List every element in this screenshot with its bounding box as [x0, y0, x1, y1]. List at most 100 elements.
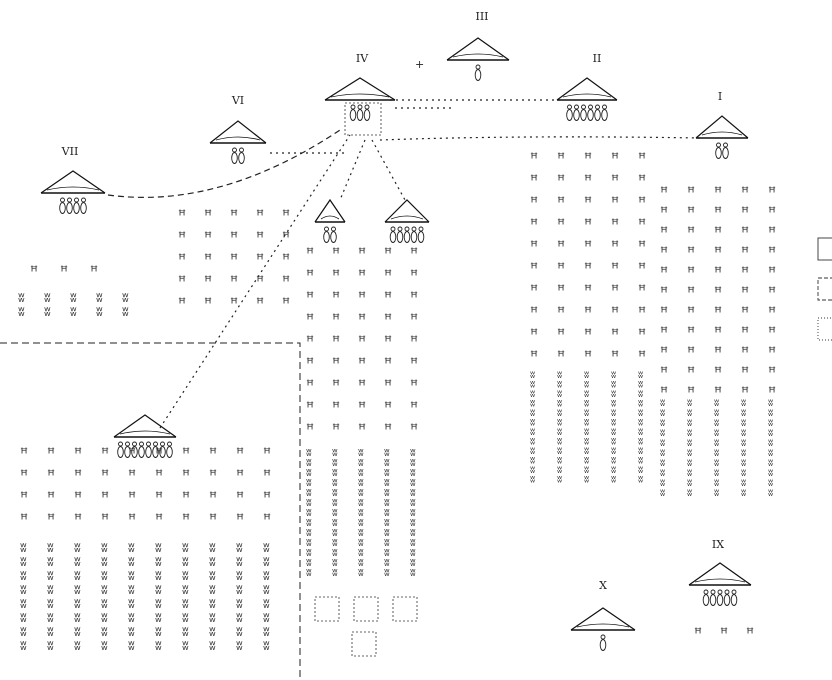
animal-mark: ʬ: [611, 446, 616, 457]
animal-mark: ꟸ: [256, 252, 264, 268]
animal-mark: ꟸ: [714, 245, 722, 261]
animal-mark: ꟸ: [384, 334, 392, 350]
animal-mark: ꟸ: [768, 185, 776, 201]
animal-mark: ʬ: [332, 456, 338, 469]
animal-mark: ʬ: [306, 486, 312, 499]
person-figure: [722, 142, 729, 159]
animal-mark: ʬ: [714, 408, 719, 419]
animal-mark: ʬ: [128, 597, 135, 612]
animal-mark: ʬ: [741, 418, 746, 429]
field-boundary: [0, 342, 301, 680]
animal-mark: ꟸ: [128, 468, 136, 484]
animal-mark: ʬ: [638, 389, 643, 400]
animal-mark: ꟸ: [410, 378, 418, 394]
animal-mark: ʬ: [306, 516, 312, 529]
animal-mark: ꟸ: [182, 490, 190, 506]
animal-mark: ꟸ: [209, 512, 217, 528]
animal-mark: ʬ: [128, 583, 135, 598]
person-figure: [594, 104, 601, 121]
animal-mark: ʬ: [18, 291, 25, 306]
animal-mark: ʬ: [263, 611, 270, 626]
animal-mark: ʬ: [768, 478, 773, 489]
person-figure: [356, 104, 364, 121]
person-figure: [73, 197, 80, 214]
animal-mark: ʬ: [638, 370, 643, 381]
animal-mark: ꟸ: [155, 490, 163, 506]
person-figure: [166, 441, 173, 458]
animal-mark: ꟸ: [384, 312, 392, 328]
animal-mark: ʬ: [660, 488, 665, 499]
link-vii-iv: [107, 129, 341, 198]
animal-mark: ʬ: [557, 465, 562, 476]
legend-box-solid: [817, 237, 832, 261]
animal-mark: ʬ: [557, 389, 562, 400]
animal-mark: ʬ: [557, 446, 562, 457]
animal-mark: ꟸ: [768, 385, 776, 401]
animal-mark: ʬ: [768, 458, 773, 469]
person-figure: [601, 104, 608, 121]
animal-mark: ꟸ: [584, 261, 592, 277]
animal-mark: ꟸ: [660, 385, 668, 401]
animal-mark: ʬ: [358, 486, 364, 499]
animal-mark: ꟸ: [263, 512, 271, 528]
animal-mark: ꟸ: [557, 217, 565, 233]
animal-mark: ʬ: [584, 446, 589, 457]
animal-mark: ʬ: [122, 305, 129, 320]
animal-mark: ꟸ: [236, 468, 244, 484]
tent-VII: VII: [40, 145, 106, 214]
animal-mark: ʬ: [714, 438, 719, 449]
animal-mark: ʬ: [306, 566, 312, 579]
animal-mark: ꟸ: [20, 446, 28, 462]
link-iv-left-tent: [339, 139, 366, 201]
animal-mark: ꟸ: [768, 285, 776, 301]
animal-mark: ʬ: [358, 546, 364, 559]
animal-mark: ʬ: [584, 408, 589, 419]
animal-mark: ꟸ: [155, 512, 163, 528]
empty-pen: [351, 631, 377, 657]
animal-mark: ꟸ: [230, 252, 238, 268]
animal-mark: ꟸ: [638, 261, 646, 277]
animal-mark: ꟸ: [358, 378, 366, 394]
animal-mark: ʬ: [638, 408, 643, 419]
animal-mark: ʬ: [155, 625, 162, 640]
animal-mark: ʬ: [584, 437, 589, 448]
animal-mark: ʬ: [20, 611, 27, 626]
animal-mark: ꟸ: [182, 446, 190, 462]
person-figure: [723, 589, 731, 606]
animal-mark: ꟸ: [687, 285, 695, 301]
animal-mark: ʬ: [101, 569, 108, 584]
animal-mark: ꟸ: [638, 283, 646, 299]
animal-mark: ʬ: [236, 583, 243, 598]
animal-mark: ꟸ: [182, 512, 190, 528]
animal-mark: ʬ: [101, 611, 108, 626]
animal-mark: ꟸ: [384, 290, 392, 306]
animal-mark: ꟸ: [332, 334, 340, 350]
animal-mark: ꟸ: [384, 356, 392, 372]
animal-mark: ʬ: [47, 625, 54, 640]
animal-mark: ꟸ: [20, 512, 28, 528]
animal-mark: ꟸ: [611, 283, 619, 299]
animal-mark: ʬ: [209, 639, 216, 654]
tent-I: I: [695, 90, 749, 159]
animal-mark: ꟸ: [230, 230, 238, 246]
animal-mark: ꟸ: [687, 345, 695, 361]
animal-mark: ꟸ: [530, 327, 538, 343]
person-figure: [238, 147, 245, 164]
animal-mark: ʬ: [209, 583, 216, 598]
animal-mark: ʬ: [714, 428, 719, 439]
empty-pen-group: [314, 596, 418, 657]
animal-mark: ꟸ: [155, 446, 163, 462]
animal-mark: ʬ: [209, 611, 216, 626]
animal-mark: ꟸ: [306, 400, 314, 416]
animal-mark: ꟸ: [638, 349, 646, 365]
animal-mark: ʬ: [638, 475, 643, 486]
animal-mark: ꟸ: [660, 185, 668, 201]
animal-mark: ꟸ: [204, 296, 212, 312]
person-figure: [715, 142, 722, 159]
animal-mark: ʬ: [358, 506, 364, 519]
tent-roof: [314, 198, 346, 223]
